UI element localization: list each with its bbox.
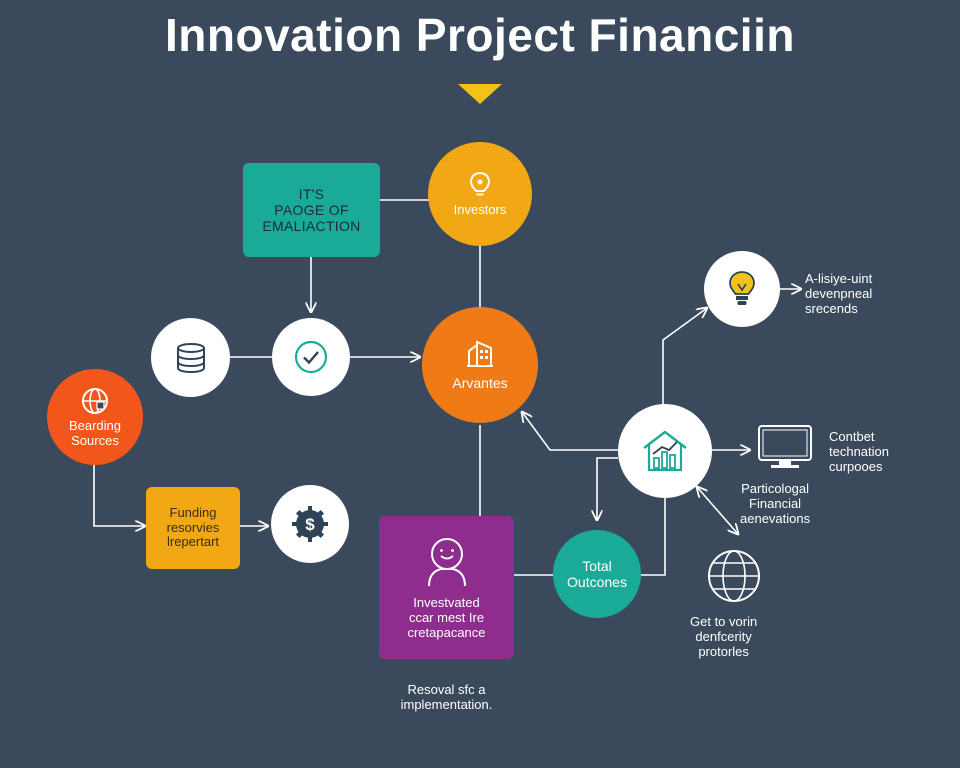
globe-icon xyxy=(80,386,110,416)
total-outcones-node[interactable]: Total Outcones xyxy=(553,530,641,618)
arvantes-label: Arvantes xyxy=(452,374,508,391)
investors-label: Investors xyxy=(453,201,507,217)
database-node[interactable] xyxy=(151,318,230,397)
investvated-box[interactable]: Investvated ccar mest Ire cretapacance xyxy=(379,516,514,659)
caption-resoval: Resoval sfc a implementation. xyxy=(400,682,493,712)
svg-text:$: $ xyxy=(305,515,315,534)
building-icon xyxy=(465,339,495,369)
idea-bulb-node[interactable] xyxy=(704,251,780,327)
funding-label: Funding resorvies lrepertart xyxy=(166,504,220,550)
connector-outcones-house xyxy=(641,495,666,576)
funding-box[interactable]: Funding resorvies lrepertart xyxy=(146,487,240,569)
bearding-sources-label: Bearding Sources xyxy=(68,417,122,448)
caption-financial: Particologal Financial aenevations xyxy=(740,481,811,526)
dollar-gear-icon: $ xyxy=(290,504,330,544)
caption-technation: Contbet technation curpooes xyxy=(829,429,889,474)
caption-get-to-vorin: Get to vorin denfcerity protorles xyxy=(690,614,758,659)
house-chart-icon xyxy=(640,428,690,474)
bulb-icon xyxy=(727,270,757,308)
bearding-sources-node[interactable]: Bearding Sources xyxy=(47,369,143,465)
page-title: Innovation Project Financiin xyxy=(165,9,795,61)
check-node[interactable] xyxy=(272,318,350,396)
title-pointer-triangle xyxy=(458,84,502,104)
connector-house-bulb xyxy=(662,308,707,405)
globe-outline-icon xyxy=(706,548,762,604)
connector-house-globe xyxy=(697,487,738,534)
caption-dev-records: A-lisiye-uint devenpneal srecends xyxy=(805,271,873,316)
monitor-icon xyxy=(757,424,813,470)
arvantes-node[interactable]: Arvantes xyxy=(422,307,538,423)
connector-bearding-funding xyxy=(93,465,145,526)
evaluation-label: IT'S PAOGE OF EMALIACTION xyxy=(262,185,361,235)
lightbulb-icon xyxy=(467,171,493,199)
total-outcones-label: Total Outcones xyxy=(567,557,627,590)
connector-house-outcones xyxy=(597,457,618,520)
database-icon xyxy=(174,341,208,375)
investvated-label: Investvated ccar mest Ire cretapacance xyxy=(407,595,486,640)
connector-house-arvantes xyxy=(522,412,618,451)
evaluation-box[interactable]: IT'S PAOGE OF EMALIACTION xyxy=(243,163,380,257)
dollar-node[interactable]: $ xyxy=(271,485,349,563)
person-icon xyxy=(421,534,473,588)
check-icon xyxy=(292,338,330,376)
analytics-house-node[interactable] xyxy=(618,404,712,498)
investors-node[interactable]: Investors xyxy=(428,142,532,246)
